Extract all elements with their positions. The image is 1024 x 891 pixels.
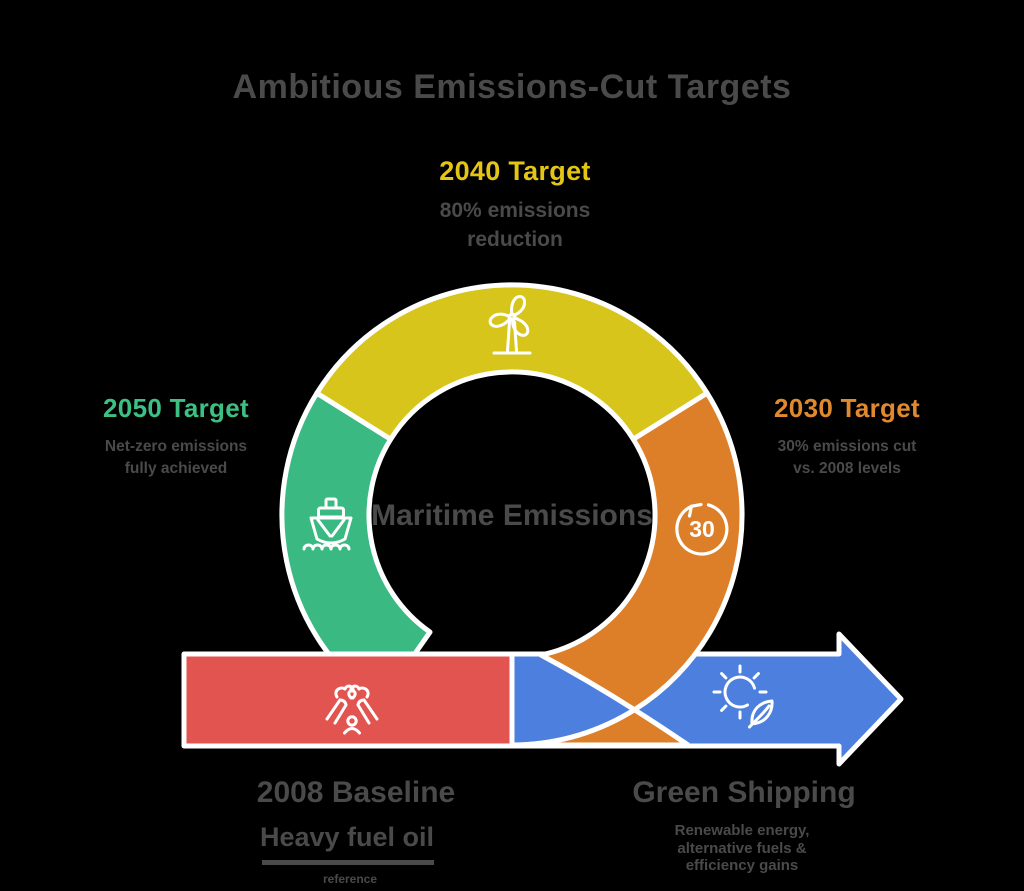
leaf-stem bbox=[748, 704, 771, 729]
target-2030-desc-line2: vs. 2008 levels bbox=[793, 460, 901, 477]
baseline-underline-rule bbox=[262, 860, 434, 865]
person-head bbox=[346, 715, 358, 727]
diagram-title: Ambitious Emissions-Cut Targets bbox=[232, 68, 792, 106]
left-smokestack bbox=[325, 698, 348, 725]
history-30-number: 30 bbox=[689, 516, 715, 542]
target-2040-label: 2040 Target bbox=[439, 156, 591, 186]
baseline-subheading: Heavy fuel oil bbox=[259, 822, 435, 852]
history-30-icon: 30 bbox=[675, 502, 729, 556]
solutions-body-line2: alternative fuels & bbox=[677, 839, 807, 857]
target-2040-desc-line2: reduction bbox=[467, 228, 563, 251]
turbine-blade bbox=[510, 294, 527, 317]
sun-disc bbox=[723, 675, 756, 709]
turbine-blade bbox=[488, 312, 512, 328]
baseline-caption: reference bbox=[322, 872, 378, 886]
turbine-hub bbox=[507, 312, 517, 322]
history-30-strokes bbox=[675, 502, 729, 556]
target-2050-desc: Net-zero emissions fully achieved bbox=[105, 436, 247, 480]
ship-hull bbox=[309, 516, 353, 545]
ship-waves bbox=[302, 543, 351, 551]
target-2030-label: 2030 Target bbox=[774, 393, 920, 423]
smokestack-emissions-icon bbox=[325, 684, 379, 735]
target-2050-desc-line2: fully achieved bbox=[124, 460, 228, 477]
target-2040-desc: 80% emissions reduction bbox=[440, 196, 591, 254]
person-shoulders bbox=[343, 727, 361, 735]
target-2030-desc-line1: 30% emissions cut bbox=[777, 438, 917, 455]
target-2030-desc: 30% emissions cut vs. 2008 levels bbox=[778, 436, 917, 480]
sun-leaf-icon bbox=[712, 664, 774, 729]
wind-turbine-icon bbox=[488, 294, 532, 355]
donut-segment-2040 bbox=[314, 282, 710, 442]
circular-arrow-head bbox=[687, 502, 703, 518]
target-2040-desc-line1: 80% emissions bbox=[439, 199, 591, 222]
ship-strokes bbox=[302, 497, 353, 551]
solutions-body: Renewable energy, alternative fuels & ef… bbox=[675, 822, 810, 875]
target-2050-desc-line1: Net-zero emissions bbox=[104, 438, 248, 455]
circular-arrow bbox=[675, 503, 729, 556]
ship-hull-lines bbox=[316, 518, 346, 538]
donut-segment-2030 bbox=[509, 390, 745, 748]
solutions-body-line1: Renewable energy, bbox=[674, 822, 810, 839]
turbine-blade bbox=[511, 316, 530, 337]
target-2050-label: 2050 Target bbox=[103, 393, 249, 423]
wind-turbine-strokes bbox=[488, 294, 532, 355]
solutions-body-line3: efficiency gains bbox=[685, 857, 799, 874]
right-smoke-cloud bbox=[347, 684, 370, 700]
solutions-heading: Green Shipping bbox=[632, 776, 856, 809]
sun-leaf-strokes bbox=[712, 664, 774, 729]
ship-cabin bbox=[317, 506, 345, 519]
baseline-heading: 2008 Baseline bbox=[256, 776, 456, 809]
sun-rays bbox=[712, 664, 768, 720]
left-smoke-cloud bbox=[334, 684, 357, 700]
smokestack-strokes bbox=[325, 684, 379, 735]
center-label: Maritime Emissions bbox=[371, 499, 653, 532]
right-smokestack bbox=[356, 698, 379, 725]
ship-icon bbox=[302, 497, 353, 551]
